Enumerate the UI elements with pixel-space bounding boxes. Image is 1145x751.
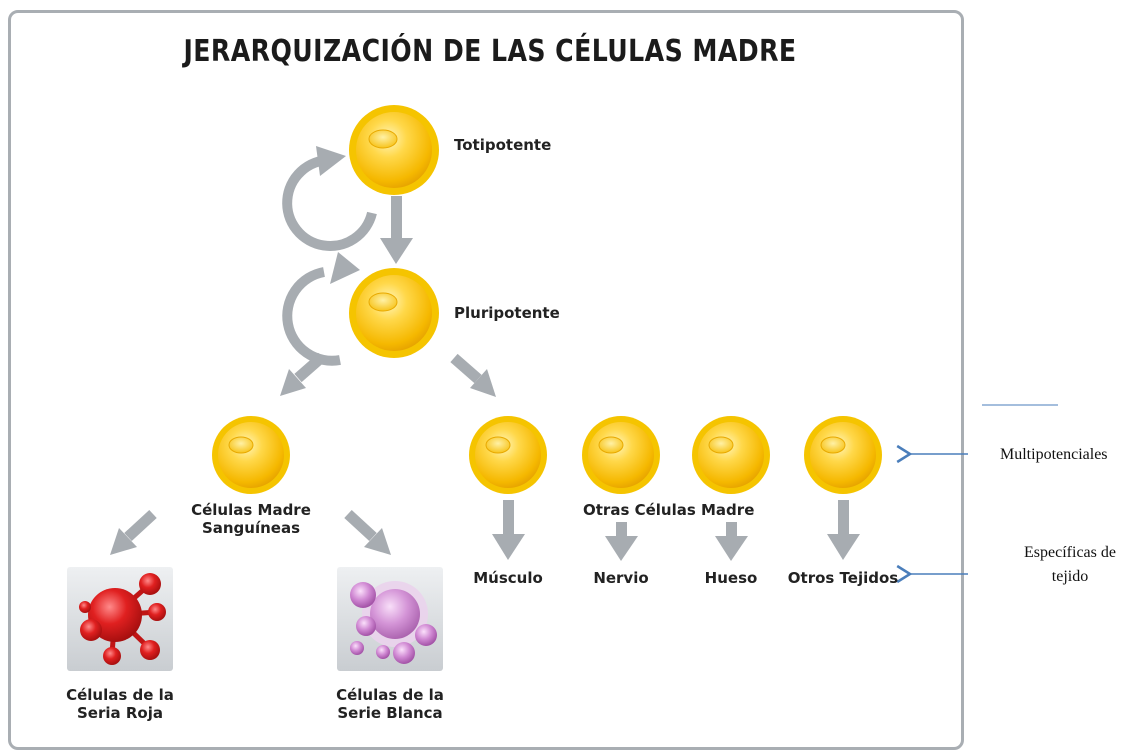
label-nervio: Nervio <box>593 569 649 587</box>
label-serie-roja-line-2: Seria Roja <box>77 704 163 722</box>
arrow-pluri-to-otras <box>450 353 496 397</box>
label-musculo: Músculo <box>473 569 543 587</box>
cell-nervio <box>582 416 660 494</box>
self-renewal-arrow-totipotente <box>282 146 377 251</box>
label-serie-blanca-line-2: Serie Blanca <box>337 704 443 722</box>
arrow-to-otros-tejidos <box>827 500 860 560</box>
cell-sanguineas <box>212 416 290 494</box>
cell-musculo <box>469 416 547 494</box>
arrow-pluri-to-sanguineas <box>280 352 326 396</box>
label-serie-roja: Células de la Seria Roja <box>50 686 190 722</box>
diagram-title: JERARQUIZACIÓN DE LAS CÉLULAS MADRE <box>183 34 797 69</box>
label-otras-celulas-madre: Otras Células Madre <box>583 501 755 519</box>
self-renewal-arrow-pluripotente <box>282 252 360 366</box>
label-celulas-madre-sanguineas: Células Madre Sanguíneas <box>176 501 326 537</box>
label-hueso: Hueso <box>704 569 758 587</box>
cell-totipotente <box>349 105 439 195</box>
annotation-especificas-de-tejido: Específicas de tejido <box>1000 541 1140 589</box>
label-totipotente: Totipotente <box>454 136 552 154</box>
label-serie-blanca: Células de la Serie Blanca <box>320 686 460 722</box>
arrow-to-musculo <box>492 500 525 560</box>
label-sanguineas-line-1: Células Madre <box>191 501 311 519</box>
label-serie-roja-line-1: Células de la <box>66 686 174 704</box>
label-serie-blanca-line-1: Células de la <box>336 686 444 704</box>
red-blood-cells-image <box>67 567 173 671</box>
annotation-multipotenciales: Multipotenciales <box>1000 446 1108 463</box>
white-blood-cells-image <box>337 567 443 671</box>
arrow-to-serie-roja <box>110 509 157 555</box>
annotation-especificas-line-1: Específicas de <box>1024 544 1116 561</box>
arrow-toti-to-pluri <box>380 196 413 264</box>
arrow-to-hueso <box>715 522 748 561</box>
label-otros-tejidos: Otros Tejidos <box>787 569 899 587</box>
arrow-to-nervio <box>605 522 638 561</box>
annotation-especificas-line-2: tejido <box>1051 568 1089 585</box>
label-sanguineas-line-2: Sanguíneas <box>201 519 301 537</box>
arrow-to-serie-blanca <box>344 509 391 555</box>
cell-hueso <box>692 416 770 494</box>
cell-pluripotente <box>349 268 439 358</box>
cell-otros-tejidos <box>804 416 882 494</box>
label-pluripotente: Pluripotente <box>454 304 560 322</box>
